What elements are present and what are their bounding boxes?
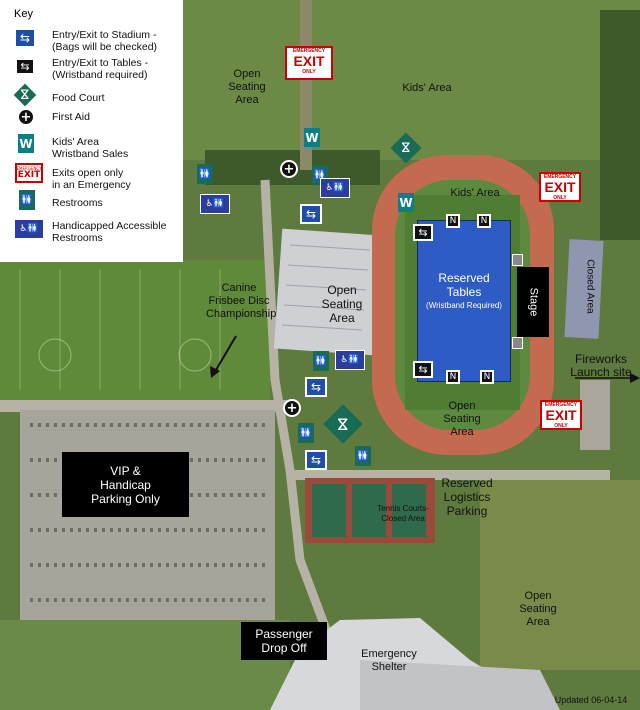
table-gate-icon: N xyxy=(446,370,460,384)
vip-parking-area: VIP & Handicap Parking Only xyxy=(62,452,189,517)
label-closed-area: Closed Area xyxy=(584,259,596,314)
key-item-restrooms: Restrooms xyxy=(52,197,103,209)
entry-stadium-icon: ⇆ xyxy=(305,377,327,397)
label-kids-area-north: Kids' Area xyxy=(402,82,452,94)
first-aid-icon: + xyxy=(17,108,35,126)
entry-stadium-icon: ⇆ xyxy=(300,204,322,224)
label-open-seating-south: Open Seating Area xyxy=(443,400,481,438)
entry-stadium-icon: ⇆ xyxy=(14,28,36,48)
restroom-icon: 🚻 xyxy=(355,446,371,466)
key-item-stadium-entry: Entry/Exit to Stadium -(Bags will be che… xyxy=(52,29,158,53)
label-wristband-required: (Wristband Required) xyxy=(426,301,502,310)
restroom-icon: 🚻 xyxy=(19,190,35,210)
key-item-first-aid: First Aid xyxy=(52,111,90,123)
label-kids-area-stadium: Kids' Area xyxy=(450,187,500,199)
label-emergency-shelter: Emergency Shelter xyxy=(361,648,417,673)
accessible-restroom-icon: ♿🚻 xyxy=(14,219,44,239)
label-fireworks: Fireworks Launch site xyxy=(570,352,632,379)
passenger-dropoff-area: Passenger Drop Off xyxy=(241,622,327,660)
stage-marker-top xyxy=(512,254,523,266)
kids-wristband-icon: W xyxy=(398,193,414,212)
label-canine-frisbee: Canine Frisbee Disc Championship xyxy=(206,282,277,320)
label-open-seating-north: Open Seating Area xyxy=(228,68,266,106)
first-aid-icon: + xyxy=(283,399,301,417)
restroom-icon: 🚻 xyxy=(197,164,213,184)
label-updated: Updated 06-04-14 xyxy=(554,695,628,705)
table-gate-icon: N xyxy=(477,214,491,228)
stage-marker-bottom xyxy=(512,337,523,349)
entry-tables-icon: ⇆ xyxy=(413,224,433,241)
label-passenger-dropoff: Passenger Drop Off xyxy=(255,627,313,655)
table-gate-icon: N xyxy=(480,370,494,384)
key-title: Key xyxy=(14,8,33,20)
food-court-icon: ⴵ xyxy=(13,83,37,107)
label-vip-parking: VIP & Handicap Parking Only xyxy=(91,463,160,506)
label-open-seating-stands: Open Seating Area xyxy=(321,283,363,325)
accessible-restroom-icon: ♿🚻 xyxy=(320,178,350,198)
accessible-restroom-icon: ♿🚻 xyxy=(200,194,230,214)
entry-tables-icon: ⇆ xyxy=(15,58,35,75)
label-stage: Stage xyxy=(527,287,539,317)
key-item-tables-entry: Entry/Exit to Tables -(Wristband require… xyxy=(52,57,149,81)
restroom-icon: 🚻 xyxy=(298,423,314,443)
label-reserved-tables: Reserved Tables xyxy=(438,271,490,299)
stage: Stage xyxy=(517,267,549,337)
kids-wristband-icon: W xyxy=(304,128,320,147)
entry-stadium-icon: ⇆ xyxy=(305,450,327,470)
map-key: Key ⇆ Entry/Exit to Stadium -(Bags will … xyxy=(0,0,183,262)
reserved-tables-area: Reserved Tables (Wristband Required) xyxy=(417,220,511,382)
restroom-icon: 🚻 xyxy=(313,351,329,371)
accessible-restroom-icon: ♿🚻 xyxy=(335,350,365,370)
label-open-seating-east: Open Seating Area xyxy=(519,590,557,628)
key-item-food-court: Food Court xyxy=(52,92,105,104)
label-tennis-courts: Tennis Courts- Closed Area xyxy=(377,504,429,523)
label-reserved-logistics: Reserved Logistics Parking xyxy=(441,476,493,518)
entry-tables-icon: ⇆ xyxy=(413,361,433,378)
table-gate-icon: N xyxy=(446,214,460,228)
first-aid-icon: + xyxy=(280,160,298,178)
kids-wristband-icon: W xyxy=(18,134,34,153)
